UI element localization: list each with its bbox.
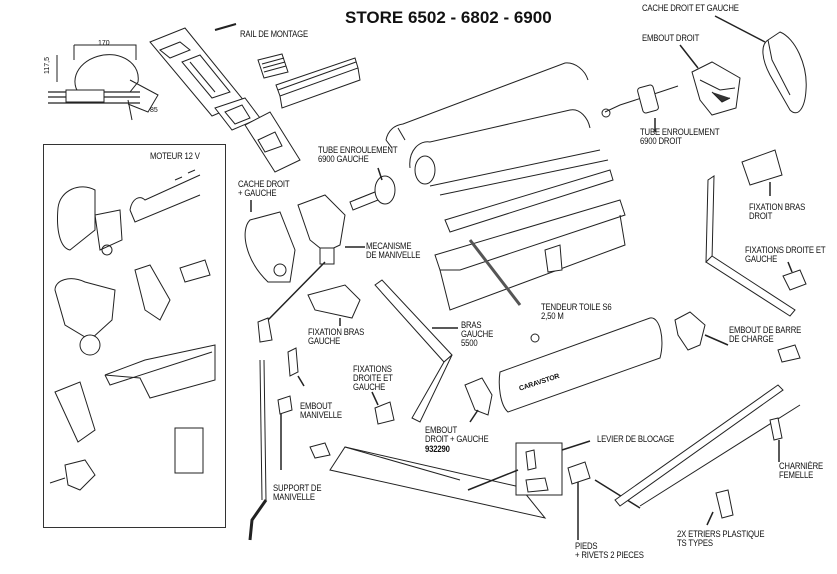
fixation-bras-gauche-part	[307, 284, 361, 326]
fixations-mid-part	[371, 391, 395, 425]
label-tube-enroulement-gauche: TUBE ENROULEMENT 6900 GAUCHE	[318, 145, 398, 164]
bras-droit-bas-part	[614, 384, 801, 507]
label-cache-droit-gauche-top: CACHE DROIT ET GAUCHE	[642, 3, 739, 13]
dimension-width: 170	[98, 40, 110, 47]
label-levier-blocage: LEVIER DE BLOCAGE	[597, 434, 675, 444]
label-fixations-droite-gauche-mid: FIXATIONS DROITE ET GAUCHE	[353, 364, 393, 392]
label-embout-manivelle: EMBOUT MANIVELLE	[300, 401, 342, 420]
embout-droit-part	[679, 44, 741, 116]
cache-droit-gauche-left-part	[244, 200, 296, 283]
label-fixation-bras-gauche: FIXATION BRAS GAUCHE	[308, 327, 365, 346]
label-support-manivelle: SUPPORT DE MANIVELLE	[273, 483, 322, 502]
diagram-title: STORE 6502 - 6802 - 6900	[345, 8, 552, 27]
label-cache-droit-gauche: CACHE DROIT + GAUCHE	[238, 179, 290, 198]
fixations-right-part	[782, 261, 807, 291]
moteur-box	[43, 144, 226, 528]
small-bracket-right	[777, 344, 801, 363]
barre-de-charge	[498, 311, 729, 413]
tube-roller	[409, 109, 609, 196]
cache-droit-gauche-part	[714, 15, 807, 114]
label-tendeur-toile: TENDEUR TOILE S6 2,50 M	[541, 302, 612, 321]
label-embout-ref: 932290	[425, 444, 450, 454]
dimension-depth: 85	[150, 107, 158, 114]
bras-bas-part	[309, 440, 641, 540]
label-mecanisme-manivelle: MECANISME DE MANIVELLE	[366, 241, 421, 260]
front-profile-parts	[434, 169, 626, 311]
rail-montage-group	[149, 23, 301, 173]
label-fixation-bras-droit: FIXATION BRAS DROIT	[749, 202, 806, 221]
fixation-bras-droit-part	[741, 149, 783, 196]
bras-droit-part	[705, 175, 796, 317]
profile-cross-section	[48, 44, 159, 121]
cassette-cover	[385, 62, 589, 149]
etrier-part	[706, 489, 734, 526]
label-moteur: MOTEUR 12 V	[150, 151, 200, 161]
label-embout-droit-gauche: EMBOUT DROIT + GAUCHE	[425, 425, 489, 444]
dimension-height: 117,5	[44, 57, 51, 74]
manivelle-part	[248, 347, 305, 541]
label-bras-gauche: BRAS GAUCHE 5500	[461, 320, 494, 348]
front-rail	[257, 53, 361, 109]
embout-part-small	[257, 317, 273, 343]
label-rail-montage: RAIL DE MONTAGE	[240, 29, 308, 39]
embout-droit-gauche-part	[464, 377, 493, 423]
label-charniere-femelle: CHARNIÈRE FEMELLE	[779, 461, 824, 480]
label-etriers: 2X ETRIERS PLASTIQUE TS TYPES	[677, 529, 765, 548]
tube-enroulement-droit-part	[601, 84, 679, 132]
label-tube-enroulement-droit: TUBE ENROULEMENT 6900 DROIT	[640, 127, 720, 146]
bras-gauche-part	[374, 279, 458, 423]
label-embout-droit: EMBOUT DROIT	[642, 33, 700, 43]
label-pieds-rivets: PIEDS + RIVETS 2 PIECES	[575, 541, 644, 560]
moteur-contents	[49, 169, 216, 491]
label-fixations-droite-gauche-right: FIXATIONS DROITE ET GAUCHE	[745, 245, 826, 264]
label-embout-barre-charge: EMBOUT DE BARRE DE CHARGE	[729, 325, 802, 344]
mecanisme-manivelle-part	[267, 194, 365, 321]
tube-enroulement-gauche-part	[349, 167, 396, 211]
